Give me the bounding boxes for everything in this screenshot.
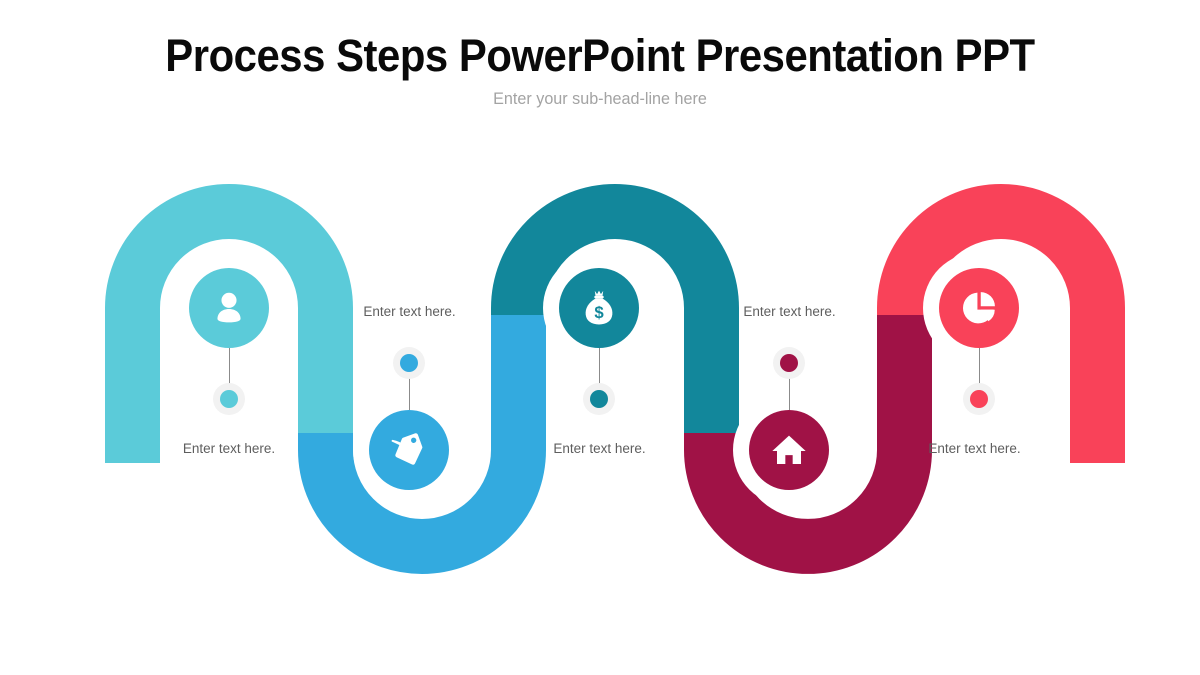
home-icon: [772, 435, 806, 464]
step-2-icon-circle[interactable]: [369, 410, 449, 490]
step-2-marker-dot: [400, 354, 418, 372]
user-icon: [217, 292, 241, 323]
step-4-marker[interactable]: [773, 347, 805, 379]
step-3-marker-dot: [590, 390, 608, 408]
step-5-icon-circle[interactable]: [939, 268, 1019, 348]
svg-text:$: $: [594, 303, 604, 322]
step-2-marker[interactable]: [393, 347, 425, 379]
slide-header: Process Steps PowerPoint Presentation PP…: [0, 0, 1200, 110]
step-3-caption: Enter text here.: [553, 441, 646, 456]
page-subtitle: Enter your sub-head-line here: [493, 89, 707, 108]
money-bag-icon: $: [585, 290, 613, 325]
pie-chart-icon: [962, 292, 995, 324]
step-1-connector: [229, 348, 230, 386]
step-5-caption: Enter text here.: [928, 441, 1021, 456]
price-tag-icon: [391, 433, 423, 465]
page-title: Process Steps PowerPoint Presentation PP…: [165, 30, 1035, 81]
step-4-icon-circle[interactable]: [749, 410, 829, 490]
step-1-marker[interactable]: [213, 383, 245, 415]
step-5-marker[interactable]: [963, 383, 995, 415]
step-1-marker-dot: [220, 390, 238, 408]
step-3-icon-circle[interactable]: $: [559, 268, 639, 348]
step-4-connector: [789, 372, 790, 410]
step-4-caption: Enter text here.: [743, 304, 836, 319]
step-5-marker-dot: [970, 390, 988, 408]
step-5-connector: [979, 348, 980, 386]
step-4-marker-dot: [780, 354, 798, 372]
step-1-caption: Enter text here.: [182, 441, 276, 456]
step-1-icon-circle[interactable]: [189, 268, 269, 348]
step-3-marker[interactable]: [583, 383, 615, 415]
step-2-connector: [409, 372, 410, 410]
step-3-connector: [599, 348, 600, 386]
step-2-caption: Enter text here.: [363, 304, 456, 319]
